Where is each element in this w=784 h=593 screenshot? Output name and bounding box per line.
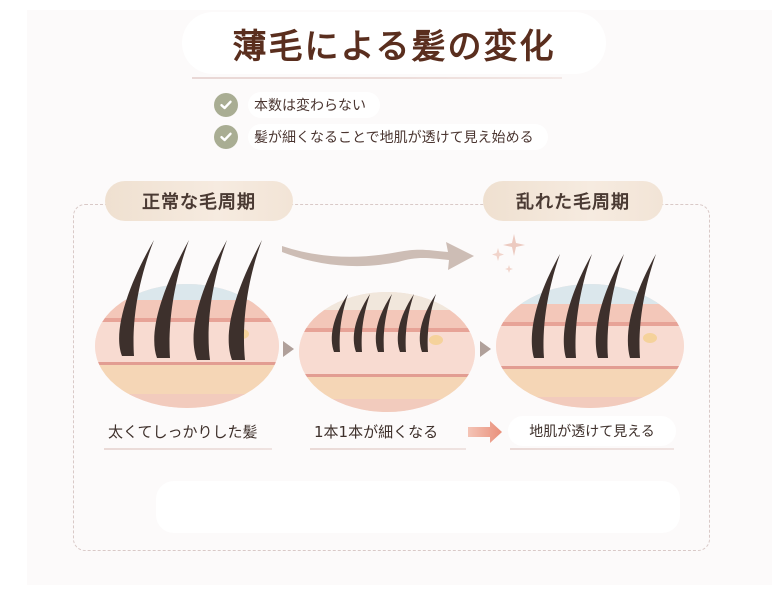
title-divider <box>192 77 562 79</box>
caption-thinning-hair: 1本1本が細くなる <box>314 423 439 441</box>
caption-scalp-visible: 地肌が透けて見える <box>508 416 676 446</box>
empty-text-box <box>156 481 680 533</box>
check-circle-icon <box>214 93 238 117</box>
comparison-frame <box>73 204 710 551</box>
step-arrow-icon <box>480 341 491 357</box>
caption-divider <box>104 448 272 450</box>
page-title: 薄毛による髪の変化 <box>232 26 556 67</box>
disrupted-cycle-label: 乱れた毛周期 <box>483 181 663 221</box>
checklist-item: 本数は変わらない <box>214 92 380 118</box>
checklist-text: 本数は変わらない <box>248 92 380 118</box>
thick-hair-illustration <box>95 240 279 408</box>
salmon-arrow-icon <box>468 421 502 443</box>
scalp-visible-illustration <box>496 254 684 408</box>
title-banner: 薄毛による髪の変化 <box>182 12 606 74</box>
thinning-hair-illustration <box>299 292 475 412</box>
checklist-item: 髪が細くなることで地肌が透けて見え始める <box>214 124 548 150</box>
check-circle-icon <box>214 125 238 149</box>
caption-divider <box>310 448 466 450</box>
checklist-text: 髪が細くなることで地肌が透けて見え始める <box>248 124 548 150</box>
progression-arrow-icon <box>282 242 474 270</box>
sparkle-icon <box>492 234 525 273</box>
caption-divider <box>510 448 674 450</box>
step-arrow-icon <box>283 341 294 357</box>
normal-cycle-label: 正常な毛周期 <box>105 181 293 221</box>
caption-thick-hair: 太くてしっかりした髪 <box>108 423 258 441</box>
